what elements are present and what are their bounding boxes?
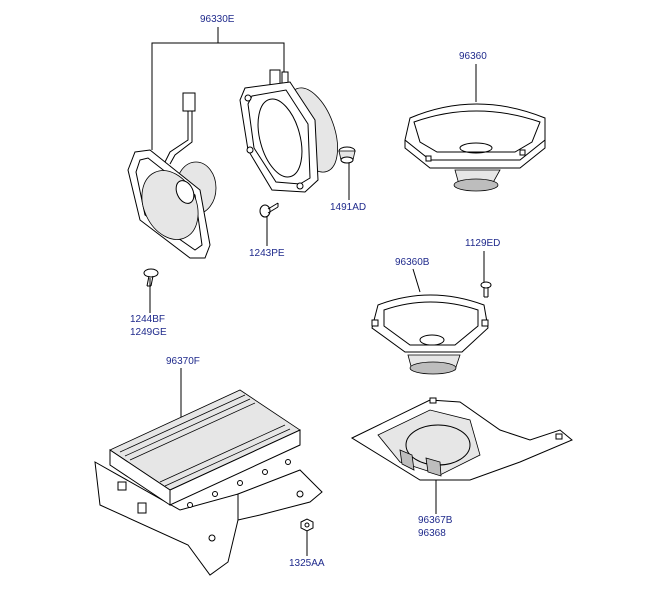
label-96330E: 96330E xyxy=(200,14,235,25)
part-1129ED xyxy=(480,281,492,298)
speaker-96360B xyxy=(371,294,489,375)
speaker-96330E-left xyxy=(127,92,217,259)
label-1491AD: 1491AD xyxy=(330,202,366,213)
part-1325AA xyxy=(300,518,314,532)
bracket-96367B xyxy=(350,397,573,481)
speaker-96330E-right xyxy=(239,69,338,193)
label-1244BF: 1244BF xyxy=(130,314,165,325)
part-1243PE xyxy=(259,202,279,218)
label-96360B: 96360B xyxy=(395,257,430,268)
amplifier-96370F xyxy=(94,389,323,576)
label-96367B: 96367B xyxy=(418,515,453,526)
label-96368: 96368 xyxy=(418,528,446,539)
part-1244BF xyxy=(143,268,159,287)
label-96360: 96360 xyxy=(459,51,487,62)
label-1325AA: 1325AA xyxy=(289,558,325,569)
label-1249GE: 1249GE xyxy=(130,327,167,338)
label-96370F: 96370F xyxy=(166,356,200,367)
label-1129ED: 1129ED xyxy=(465,238,500,249)
part-1491AD xyxy=(338,146,356,164)
label-1243PE: 1243PE xyxy=(249,248,285,259)
speaker-96360 xyxy=(404,103,546,192)
leader-lines xyxy=(149,27,485,556)
